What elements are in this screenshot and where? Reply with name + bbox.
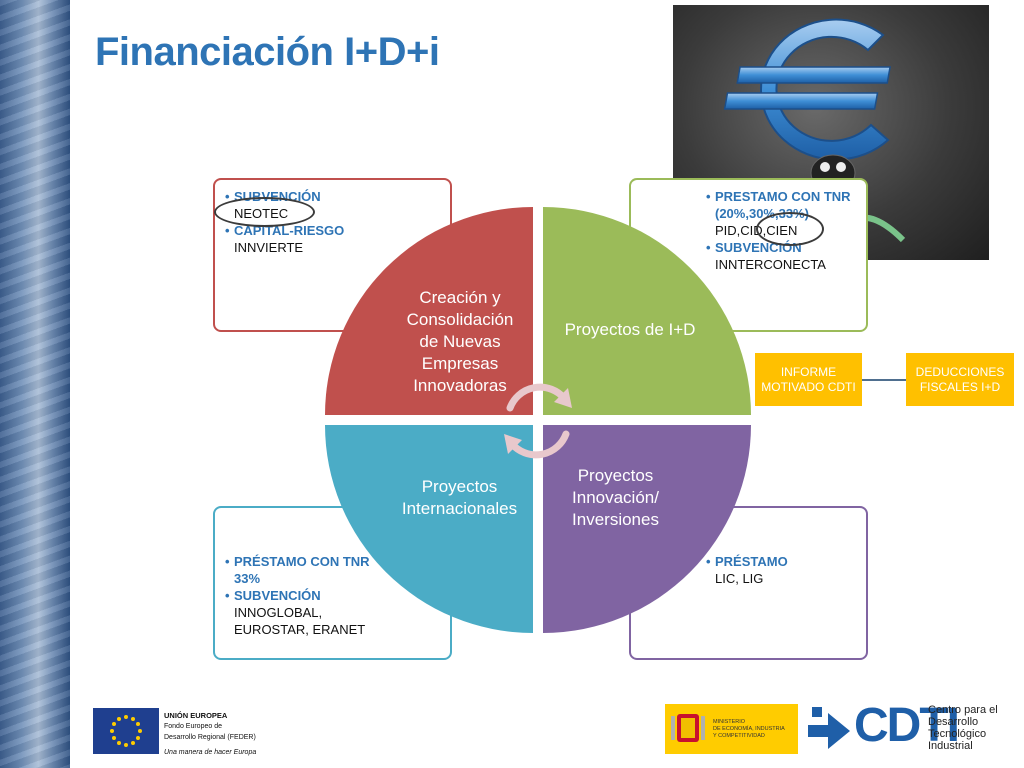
- spain-crest-icon: [671, 714, 705, 742]
- page-title: Financiación I+D+i: [95, 30, 440, 74]
- highlight-ellipse-neotec: [214, 197, 315, 227]
- cycle-arrowhead: [554, 388, 572, 408]
- cycle-arrowhead: [504, 434, 522, 454]
- cdti-subtitle: Centro para el Desarrollo Tecnológico In…: [928, 704, 998, 752]
- eu-fund-line-2: Desarrollo Regional (FEDER): [164, 734, 256, 741]
- central-cycle-diagram: [325, 207, 751, 633]
- quadrant-label-proyectos-id: Proyectos de I+D: [564, 320, 696, 339]
- ministry-text: MINISTERIO DE ECONOMÍA, INDUSTRIA Y COMP…: [713, 719, 793, 740]
- box-detail: INNVIERTE: [234, 240, 304, 255]
- eu-fund-line-1: Fondo Europeo de: [164, 723, 222, 730]
- box-label: PRÉSTAMO: [715, 554, 788, 569]
- eu-text: UNIÓN EUROPEA Fondo Europeo de Desarroll…: [164, 710, 256, 758]
- ministry-line-1: MINISTERIO: [713, 719, 746, 725]
- cycle-arrows-icon: [506, 383, 570, 459]
- ministry-line-3: Y COMPETITIVIDAD: [713, 733, 765, 739]
- eu-motto: Una manera de hacer Europa: [164, 749, 257, 756]
- highlight-ellipse-cien: [756, 212, 824, 246]
- quadrant-blue: [325, 425, 533, 633]
- cdti-logo-text: CDTI: [854, 699, 960, 752]
- informe-motivado-box: INFORME MOTIVADO CDTI: [755, 353, 862, 406]
- box-detail: LIC, LIG: [715, 571, 764, 586]
- quadrant-label-internacionales: Proyectos Internacionales: [401, 477, 518, 518]
- box-text-bottom-right: PRÉSTAMO LIC, LIG: [703, 553, 863, 587]
- quadrant-red: [325, 207, 533, 415]
- quadrant-label-creacion: Creación y Consolidación de Nuevas Empre…: [406, 288, 514, 395]
- box-label: SUBVENCIÓN: [234, 588, 321, 603]
- decorative-sidebar: [0, 0, 70, 768]
- cdti-sub-line-1: Centro para el: [928, 704, 998, 716]
- box-detail: INNOGLOBAL, EUROSTAR, ERANET: [234, 605, 366, 637]
- deducciones-fiscales-box: DEDUCCIONES FISCALES I+D: [906, 353, 1014, 406]
- eu-flag-icon: [93, 708, 159, 754]
- ministry-line-2: DE ECONOMÍA, INDUSTRIA: [713, 726, 785, 732]
- quadrant-green: [543, 207, 751, 415]
- box-label: PRÉSTAMO CON TNR 33%: [234, 554, 370, 586]
- eu-title: UNIÓN EUROPEA: [164, 711, 228, 720]
- cdti-arrow-icon: [808, 707, 850, 749]
- ministry-logo: [665, 704, 798, 754]
- quadrant-label-innovacion: Proyectos Innovación/ Inversiones: [572, 466, 659, 529]
- cdti-sub-line-2: Desarrollo: [928, 716, 979, 728]
- cdti-sub-line-3: Tecnológico: [928, 728, 987, 740]
- box-detail: INNTERCONECTA: [715, 257, 826, 272]
- box-text-bottom-left: PRÉSTAMO CON TNR 33% SUBVENCIÓN INNOGLOB…: [222, 553, 382, 638]
- quadrant-purple: [543, 425, 751, 633]
- connector-line: [862, 379, 906, 381]
- cdti-sub-line-4: Industrial: [928, 740, 973, 752]
